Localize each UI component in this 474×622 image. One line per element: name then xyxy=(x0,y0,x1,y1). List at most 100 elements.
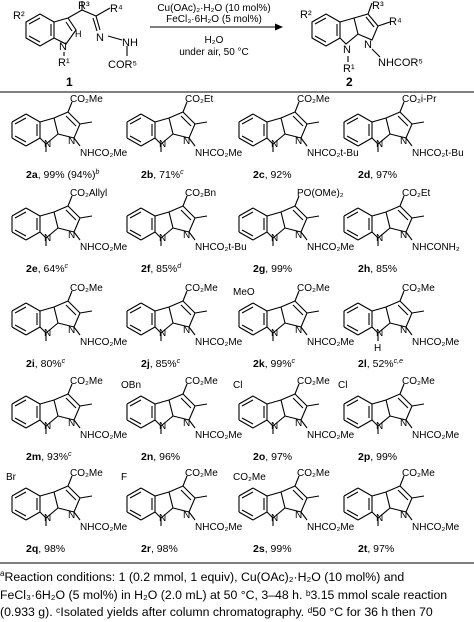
compound-caption: 2m, 93%c xyxy=(26,451,72,463)
top-substituent-label: CO₂Me xyxy=(402,283,435,294)
top-substituent-label: CO₂Me xyxy=(297,468,330,479)
indole-n-label: N xyxy=(159,139,166,150)
top-substituent-label: CO₂Me xyxy=(297,376,330,387)
ring-substituent-label: OBn xyxy=(121,380,141,391)
compound-caption: 2q, 98% xyxy=(26,543,65,555)
ring-substituent-label: MeO xyxy=(233,287,255,298)
compound-caption: 2k, 99%c xyxy=(253,358,296,370)
pyrrole-n-label: N xyxy=(183,136,190,147)
nh-substituent-label: NHCO₂t-Bu xyxy=(412,148,464,159)
condition-solvent: H₂O xyxy=(205,35,224,46)
pyrrole-n-label: N xyxy=(68,418,75,429)
top-substituent-label: CO₂Me xyxy=(70,94,103,105)
pyrrole-n-label: N xyxy=(68,325,75,336)
nh-substituent-label: NHCONH₂ xyxy=(412,242,460,253)
indole-n-label: N xyxy=(159,513,166,524)
condition-catalyst-1: Cu(OAc)₂·H₂O (10 mol%) xyxy=(157,3,270,14)
indole-n-label: N xyxy=(376,139,383,150)
nh-substituent-label: NHCO₂t-Bu xyxy=(307,148,359,159)
reactant-nh-label: NH xyxy=(122,37,138,49)
indole-n-label: N xyxy=(376,233,383,244)
top-substituent-label: CO₂Me xyxy=(185,468,218,479)
nh-substituent-label: NHCO₂Me xyxy=(80,242,128,253)
compound-caption: 2h, 85% xyxy=(358,263,397,275)
product-pyrrole-n-label: N xyxy=(364,39,372,51)
reactant-structure: R² R³ R⁴ N NH COR⁵ N R¹ H 1 xyxy=(13,0,138,89)
ring-substituent-label: Br xyxy=(6,472,17,483)
reactant-r4-label: R⁴ xyxy=(110,3,123,15)
indole-n-label: N xyxy=(271,513,278,524)
reactant-r3-label: R³ xyxy=(78,0,90,12)
pyrrole-n-label: N xyxy=(68,230,75,241)
n-h-label: H xyxy=(374,343,381,354)
pyrrole-n-label: N xyxy=(183,325,190,336)
compound-caption: 2r, 98% xyxy=(141,543,178,555)
top-substituent-label: CO₂Bn xyxy=(185,188,216,199)
indole-n-label: N xyxy=(271,139,278,150)
reactant-number: 1 xyxy=(66,75,73,89)
compound-caption: 2g, 99% xyxy=(253,263,292,275)
compound-caption: 2a, 99% (94%)b xyxy=(26,169,99,181)
ring-substituent-label: Cl xyxy=(338,380,347,391)
condition-atmosphere: under air, 50 °C xyxy=(179,47,249,58)
product-indole-n-label: N xyxy=(343,44,351,56)
pyrrole-n-label: N xyxy=(295,230,302,241)
pyrrole-n-label: N xyxy=(400,136,407,147)
compound-caption: 2l, 52%c,e xyxy=(358,358,403,370)
indole-n-label: N xyxy=(271,421,278,432)
reactant-r2-label: R² xyxy=(13,10,25,22)
pyrrole-n-label: N xyxy=(295,510,302,521)
pyrrole-n-label: N xyxy=(400,510,407,521)
compound-caption: 2p, 99% xyxy=(358,451,397,463)
indole-n-label: N xyxy=(44,233,51,244)
indole-n-label: N xyxy=(44,421,51,432)
compound-caption: 2s, 99% xyxy=(253,543,292,555)
compound-caption: 2f, 85%d xyxy=(141,263,182,275)
top-substituent-label: CO₂Me xyxy=(297,94,330,105)
compound-caption: 2d, 97% xyxy=(358,169,397,181)
compound-caption: 2i, 80%c xyxy=(26,358,66,370)
pyrrole-n-label: N xyxy=(183,418,190,429)
nh-substituent-label: NHCO₂Me xyxy=(412,430,460,441)
pyrrole-n-label: N xyxy=(68,136,75,147)
top-substituent-label: CO₂Allyl xyxy=(70,188,107,199)
top-substituent-label: PO(OMe)₂ xyxy=(297,188,344,199)
compound-caption: 2e, 64%c xyxy=(26,263,69,275)
nh-substituent-label: NHCO₂Me xyxy=(195,337,243,348)
compound-caption: 2t, 97% xyxy=(358,543,394,555)
indole-n-label: N xyxy=(159,328,166,339)
reactant-indole-n-label: N xyxy=(59,41,67,53)
extra-substituent-label: CO₂Me xyxy=(233,472,266,483)
pyrrole-n-label: N xyxy=(295,136,302,147)
indole-n-label: N xyxy=(376,513,383,524)
top-substituent-label: CO₂Me xyxy=(297,283,330,294)
nh-substituent-label: NHCO₂Me xyxy=(307,430,355,441)
ring-substituent-label: F xyxy=(121,472,127,483)
pyrrole-n-label: N xyxy=(400,230,407,241)
nh-substituent-label: NHCO₂Me xyxy=(307,337,355,348)
compound-caption: 2c, 92% xyxy=(253,169,292,181)
nh-substituent-label: NHCO₂Me xyxy=(307,522,355,533)
top-substituent-label: CO₂Me xyxy=(402,376,435,387)
nh-substituent-label: NHCO₂Me xyxy=(195,522,243,533)
nh-substituent-label: NHCO₂Me xyxy=(412,337,460,348)
top-substituent-label: CO₂i-Pr xyxy=(402,94,437,105)
top-substituent-label: CO₂Me xyxy=(70,468,103,479)
footnote-marker-a: a xyxy=(0,569,5,578)
pyrrole-n-label: N xyxy=(400,418,407,429)
top-substituent-label: CO₂Me xyxy=(70,376,103,387)
